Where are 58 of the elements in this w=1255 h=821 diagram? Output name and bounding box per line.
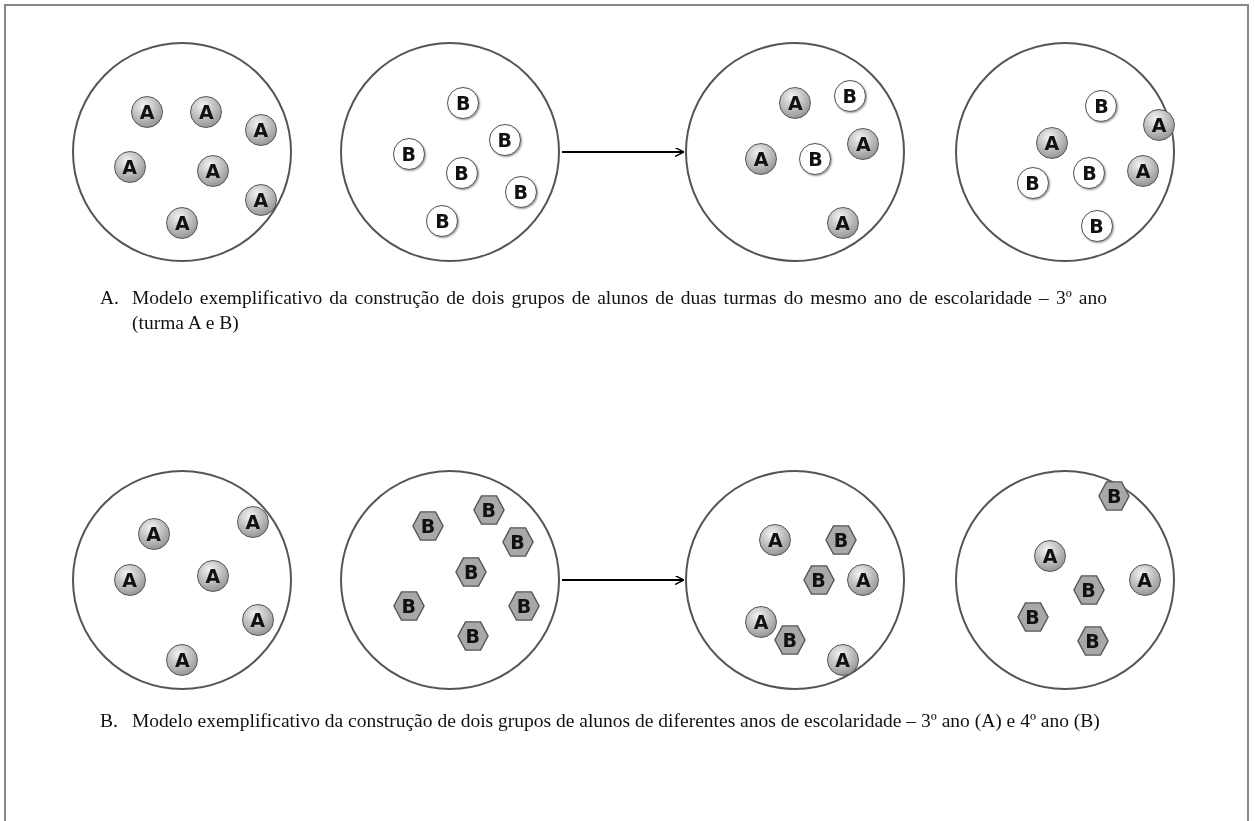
hexagon-token: B bbox=[455, 556, 488, 589]
hexagon-token: B bbox=[1016, 601, 1049, 634]
student-token: B bbox=[1073, 157, 1106, 190]
student-token: A bbox=[113, 564, 146, 597]
student-token: A bbox=[131, 96, 164, 129]
student-token: A bbox=[196, 154, 229, 187]
student-token: A bbox=[166, 644, 199, 677]
student-token: A bbox=[847, 127, 880, 160]
student-token: B bbox=[1085, 90, 1118, 122]
student-token: B bbox=[392, 138, 425, 170]
hexagon-token: B bbox=[456, 620, 489, 653]
caption-marker: A. bbox=[100, 286, 119, 310]
student-token: A bbox=[137, 518, 170, 550]
student-token: A bbox=[113, 150, 146, 183]
student-token: B bbox=[447, 86, 480, 119]
caption-text: Modelo exemplificativo da construção de dois grupos de alunos de duas turmas do mesmo ano de escolaridade – 3º ano (turma A e B) bbox=[132, 286, 1107, 335]
student-token: A bbox=[1143, 109, 1175, 142]
student-token: B bbox=[833, 80, 866, 113]
student-token: A bbox=[826, 644, 859, 677]
student-token: B bbox=[445, 157, 478, 190]
student-token: A bbox=[241, 604, 274, 637]
student-token: B bbox=[504, 176, 537, 209]
student-token: A bbox=[190, 96, 223, 129]
hexagon-token: B bbox=[508, 590, 540, 622]
student-token: B bbox=[1080, 210, 1113, 242]
caption-text: Modelo exemplificativo da construção de dois grupos de alunos de diferentes anos de escolaridade – 3º ano (A) e 4º ano (B) bbox=[132, 709, 1101, 733]
student-token: A bbox=[166, 206, 199, 239]
student-token: A bbox=[196, 559, 229, 592]
arrow bbox=[561, 146, 685, 158]
hexagon-token: B bbox=[392, 590, 425, 622]
student-token: B bbox=[799, 142, 832, 175]
student-token: A bbox=[745, 142, 777, 175]
hexagon-token: B bbox=[472, 494, 505, 526]
hexagon-token: B bbox=[802, 564, 835, 597]
hexagon-token: B bbox=[1098, 479, 1131, 512]
student-token: A bbox=[1128, 564, 1161, 597]
hexagon-token: B bbox=[825, 524, 857, 557]
hexagon-token: B bbox=[773, 623, 806, 656]
student-token: A bbox=[1034, 540, 1067, 573]
student-token: A bbox=[244, 184, 277, 217]
hexagon-token: B bbox=[1076, 625, 1109, 658]
student-token: B bbox=[1016, 166, 1049, 199]
student-token: A bbox=[745, 606, 777, 638]
student-token: A bbox=[244, 114, 277, 146]
hexagon-token: B bbox=[1072, 574, 1105, 606]
caption-marker: B. bbox=[100, 709, 118, 733]
hexagon-token: B bbox=[412, 510, 444, 542]
hexagon-token: B bbox=[501, 526, 534, 558]
student-token: A bbox=[1127, 154, 1159, 187]
student-token: A bbox=[236, 506, 269, 538]
student-token: A bbox=[759, 524, 792, 557]
student-token: B bbox=[488, 123, 521, 156]
student-token: A bbox=[826, 206, 859, 239]
student-token: B bbox=[426, 205, 459, 238]
arrow bbox=[561, 574, 685, 586]
student-token: A bbox=[1035, 126, 1068, 159]
student-token: A bbox=[779, 86, 812, 119]
student-token: A bbox=[847, 564, 880, 597]
